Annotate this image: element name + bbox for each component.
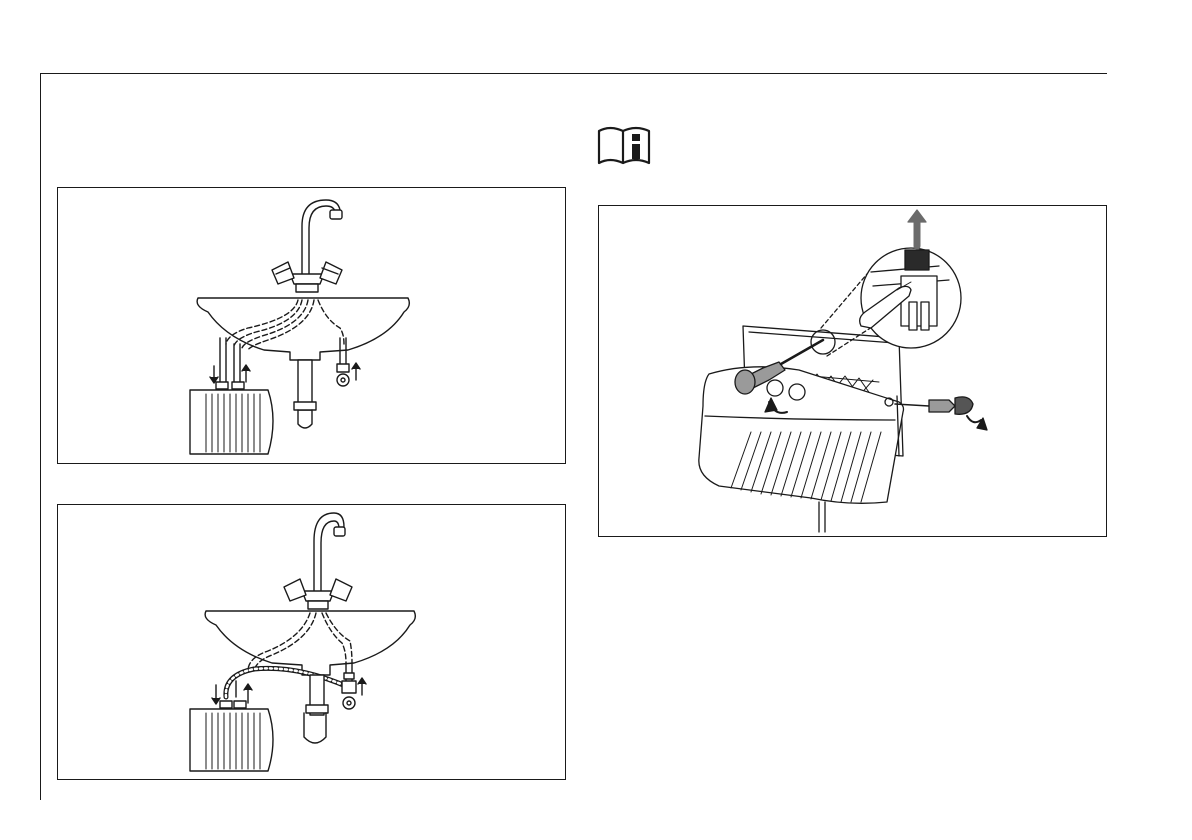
cover-removal-screwdriver-illustration [599, 206, 1106, 536]
figure-sink-installation-1 [57, 187, 566, 464]
header-rule [40, 73, 1107, 74]
figure-cover-removal [598, 205, 1107, 537]
figure-sink-installation-2 [57, 504, 566, 780]
book-info-icon [596, 125, 652, 165]
faucet-sink-heater-illustration [58, 188, 565, 463]
margin-rule [40, 73, 41, 800]
faucet-sink-heater-flex-hose-illustration [58, 505, 565, 779]
